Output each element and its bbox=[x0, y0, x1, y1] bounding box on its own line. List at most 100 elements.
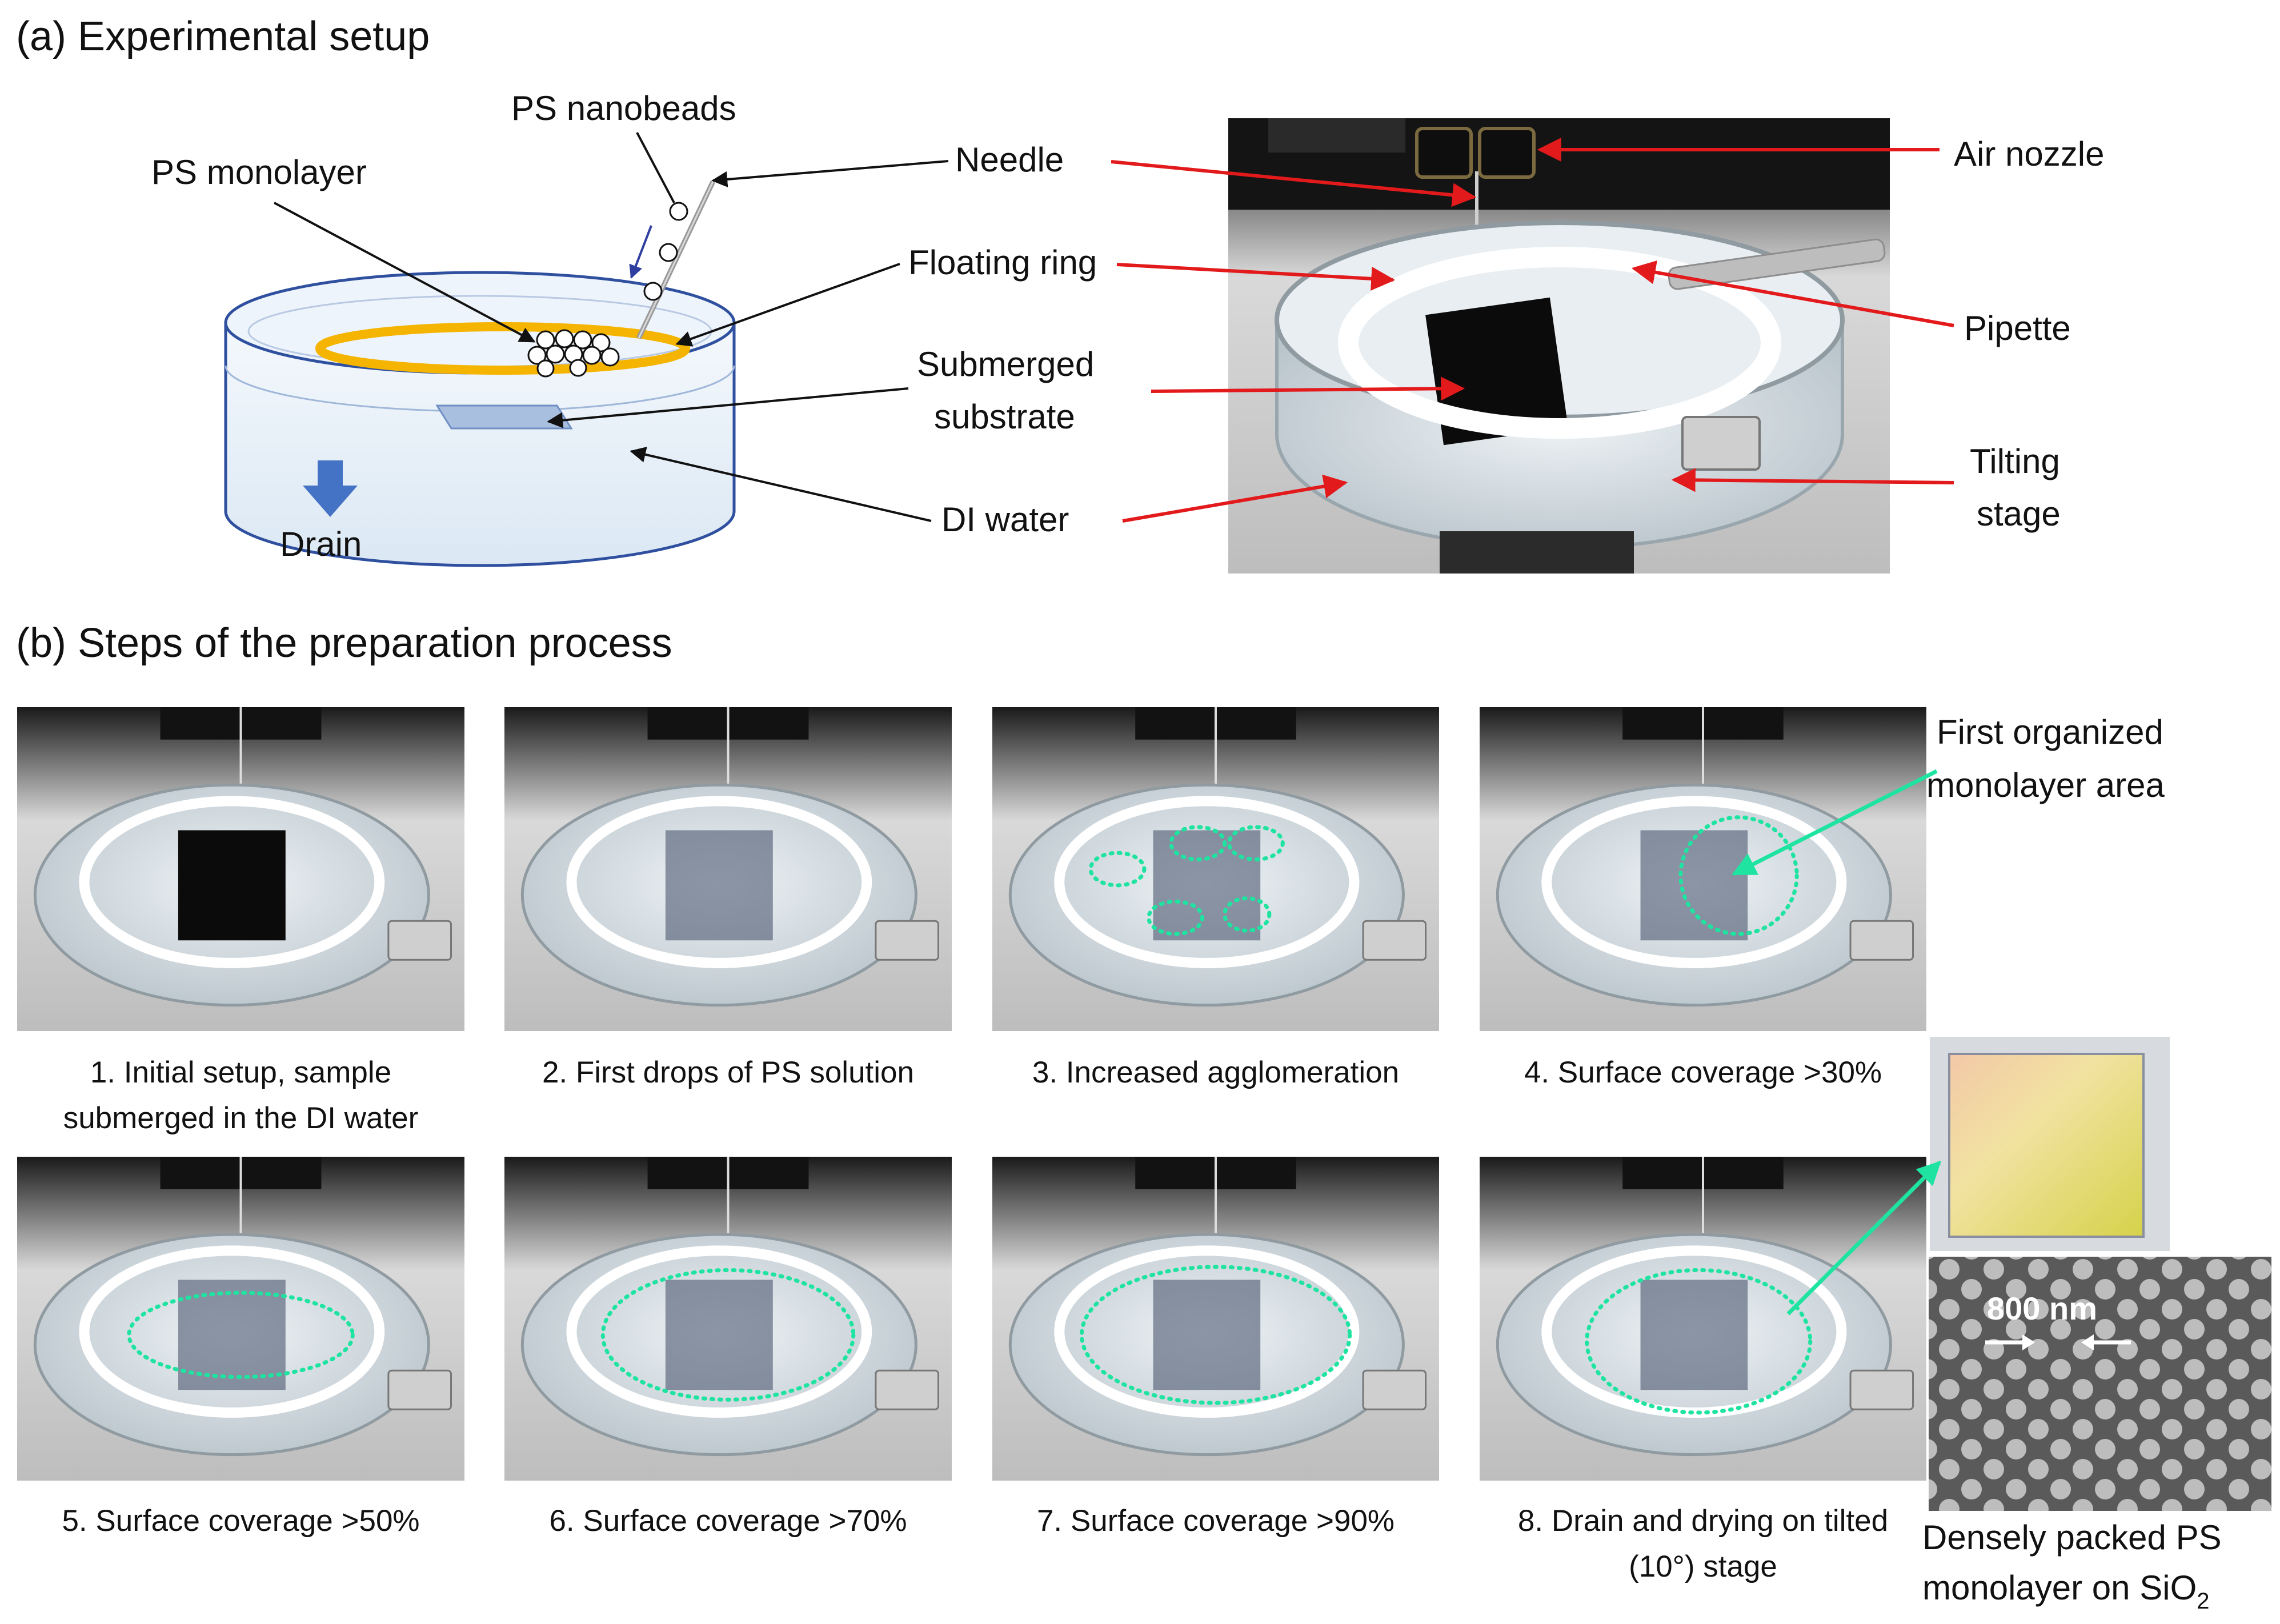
monolayer-outline bbox=[127, 1290, 355, 1380]
water-arrow-black bbox=[630, 447, 932, 522]
substrate bbox=[1153, 830, 1261, 941]
needle-schematic bbox=[629, 181, 716, 339]
floating-ring bbox=[79, 796, 385, 968]
result-label-subscript: 2 bbox=[2197, 1589, 2209, 1614]
step-photo-2 bbox=[504, 707, 952, 1031]
monolayer-outline bbox=[1079, 1265, 1352, 1405]
monolayer-outline bbox=[1088, 851, 1147, 888]
ring-arrow-red bbox=[1116, 263, 1396, 291]
setup-photo bbox=[1228, 118, 1890, 574]
step-caption-5: 5. Surface coverage >50% bbox=[62, 1504, 419, 1538]
step-caption-8-line2: (10°) stage bbox=[1629, 1550, 1777, 1583]
nanobeads-pointer bbox=[636, 132, 675, 203]
schematic-dish bbox=[224, 271, 736, 567]
first-area-arrow bbox=[1732, 769, 1938, 876]
air-nozzle-left bbox=[1415, 127, 1473, 179]
substrate-arrow-red bbox=[1151, 376, 1465, 401]
air-nozzle-right bbox=[1478, 127, 1536, 179]
floating-ring bbox=[1054, 796, 1360, 968]
panel-a-title: (a) Experimental setup bbox=[16, 14, 430, 59]
monolayer-outline bbox=[600, 1268, 856, 1402]
step-photo-6 bbox=[504, 1157, 952, 1481]
monolayer-pointer bbox=[274, 202, 536, 343]
falling-bead bbox=[643, 282, 663, 301]
sem-image: 800 nm bbox=[1929, 1257, 2271, 1511]
monolayer-outline bbox=[1585, 1268, 1813, 1415]
floating-ring bbox=[1541, 796, 1847, 968]
result-label-1: Densely packed PS bbox=[1922, 1518, 2222, 1557]
bead-fall-arrow bbox=[629, 225, 652, 279]
monolayer-outline bbox=[1678, 815, 1799, 936]
floating-ring bbox=[1054, 1245, 1360, 1418]
floating-ring bbox=[566, 796, 872, 968]
needle-arrow-black bbox=[711, 160, 949, 187]
substrate bbox=[665, 830, 773, 941]
drain-arrow bbox=[303, 460, 358, 517]
pipette-label: Pipette bbox=[1964, 309, 2071, 347]
ps-nanobeads-label: PS nanobeads bbox=[511, 89, 736, 127]
tilting-knob bbox=[1849, 920, 1914, 961]
di-water-label: DI water bbox=[941, 500, 1069, 539]
step-caption-2: 2. First drops of PS solution bbox=[542, 1056, 914, 1089]
tilting-knob bbox=[1681, 416, 1761, 471]
substrate bbox=[665, 1280, 773, 1390]
panel-b-title: (b) Steps of the preparation process bbox=[16, 620, 672, 666]
svg-text:monolayer on SiO2: monolayer on SiO2 bbox=[1922, 1569, 2209, 1614]
step-caption-1: 1. Initial setup, sample bbox=[90, 1056, 391, 1089]
tilting-knob bbox=[1849, 1369, 1914, 1410]
tilting-knob bbox=[875, 920, 940, 961]
pipette-photo bbox=[1668, 238, 1886, 290]
ring-arrow-black bbox=[675, 263, 900, 347]
substrate bbox=[1640, 1280, 1748, 1390]
tilting-label-2: stage bbox=[1977, 495, 2061, 533]
step-caption-6: 6. Surface coverage >70% bbox=[549, 1504, 907, 1538]
tilting-knob bbox=[1362, 1369, 1427, 1410]
tilting-arrow-red bbox=[1671, 468, 1954, 492]
monolayer-outline bbox=[1227, 825, 1285, 861]
submerged-label-1: Submerged bbox=[917, 345, 1094, 383]
floating-ring-label: Floating ring bbox=[908, 243, 1097, 282]
step-photos bbox=[17, 707, 1926, 1481]
step-caption-4: 4. Surface coverage >30% bbox=[1524, 1056, 1882, 1089]
step-photo-8 bbox=[1480, 1157, 1926, 1481]
step-photo-4 bbox=[1480, 707, 1926, 1031]
tilting-label-1: Tilting bbox=[1970, 442, 2060, 480]
floating-ring bbox=[566, 1245, 872, 1418]
ps-monolayer-label: PS monolayer bbox=[151, 153, 367, 191]
falling-bead bbox=[659, 243, 678, 262]
drain-label: Drain bbox=[280, 525, 362, 563]
floating-ring bbox=[79, 1245, 385, 1418]
floating-ring-photo bbox=[1338, 247, 1781, 439]
needle-label: Needle bbox=[955, 141, 1064, 179]
tilting-knob bbox=[875, 1369, 940, 1410]
step-caption-3: 3. Increased agglomeration bbox=[1032, 1056, 1399, 1089]
step-photo-7 bbox=[992, 1157, 1439, 1481]
sem-scale-label: 800 nm bbox=[1987, 1290, 2097, 1326]
substrate bbox=[178, 830, 286, 941]
floating-ring-schematic bbox=[315, 322, 690, 375]
tilting-knob bbox=[387, 1369, 452, 1410]
monolayer-outline bbox=[1147, 899, 1205, 936]
step-caption-1-line2: submerged in the DI water bbox=[63, 1101, 419, 1135]
falling-bead bbox=[669, 202, 688, 221]
substrate-schematic bbox=[435, 404, 573, 430]
monolayer-outline bbox=[1169, 825, 1227, 861]
first-area-label-2: monolayer area bbox=[1926, 766, 2165, 804]
result-label-2: monolayer on SiO bbox=[1922, 1569, 2197, 1607]
result-sample-photo bbox=[1930, 1037, 2170, 1251]
air-nozzle-label: Air nozzle bbox=[1954, 135, 2104, 173]
substrate bbox=[1153, 1280, 1261, 1390]
tilting-knob bbox=[387, 920, 452, 961]
substrate-arrow-black bbox=[547, 387, 909, 428]
monolayer-outline bbox=[1223, 896, 1272, 933]
floating-ring bbox=[1541, 1245, 1847, 1418]
step-caption-7: 7. Surface coverage >90% bbox=[1037, 1504, 1395, 1538]
tilting-knob bbox=[1362, 920, 1427, 961]
pipette-arrow-red bbox=[1631, 260, 1954, 327]
step-caption-8: 8. Drain and drying on tilted bbox=[1518, 1504, 1888, 1538]
step-captions: 1. Initial setup, sample submerged in the… bbox=[62, 1056, 1888, 1583]
sem-arrowhead-right bbox=[2081, 1334, 2094, 1350]
step-photo-5 bbox=[17, 1157, 464, 1481]
first-area-label-1: First organized bbox=[1937, 713, 2163, 751]
